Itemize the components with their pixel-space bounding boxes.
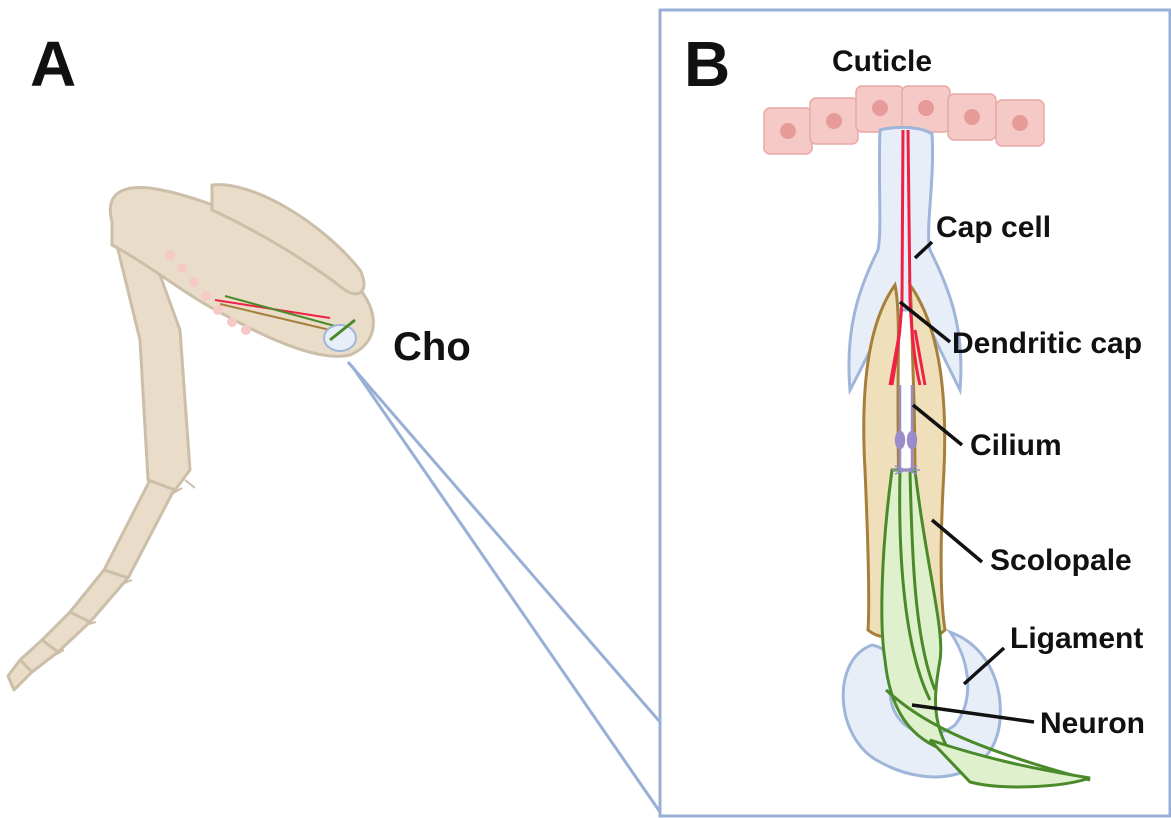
neuron-axon xyxy=(930,740,1090,787)
panel-b: B xyxy=(660,10,1170,816)
label-ligament: Ligament xyxy=(1010,622,1143,655)
label-dendritic-cap: Dendritic cap xyxy=(952,327,1142,360)
label-scolopale: Scolopale xyxy=(990,544,1132,577)
label-cilium: Cilium xyxy=(970,429,1062,462)
panel-a: A xyxy=(8,28,660,812)
cap-cell xyxy=(849,127,961,390)
label-cap-cell: Cap cell xyxy=(936,211,1051,244)
leg-tarsus xyxy=(70,570,128,622)
panel-a-letter: A xyxy=(30,28,76,100)
panel-b-letter: B xyxy=(684,28,730,100)
leg-tarsus xyxy=(104,480,175,578)
insect-leg-illustration xyxy=(8,185,373,690)
label-neuron: Neuron xyxy=(1040,707,1145,740)
label-cuticle: Cuticle xyxy=(832,45,932,78)
organ-label-cho: Cho xyxy=(393,325,471,369)
zoom-guide-lines xyxy=(348,362,660,812)
